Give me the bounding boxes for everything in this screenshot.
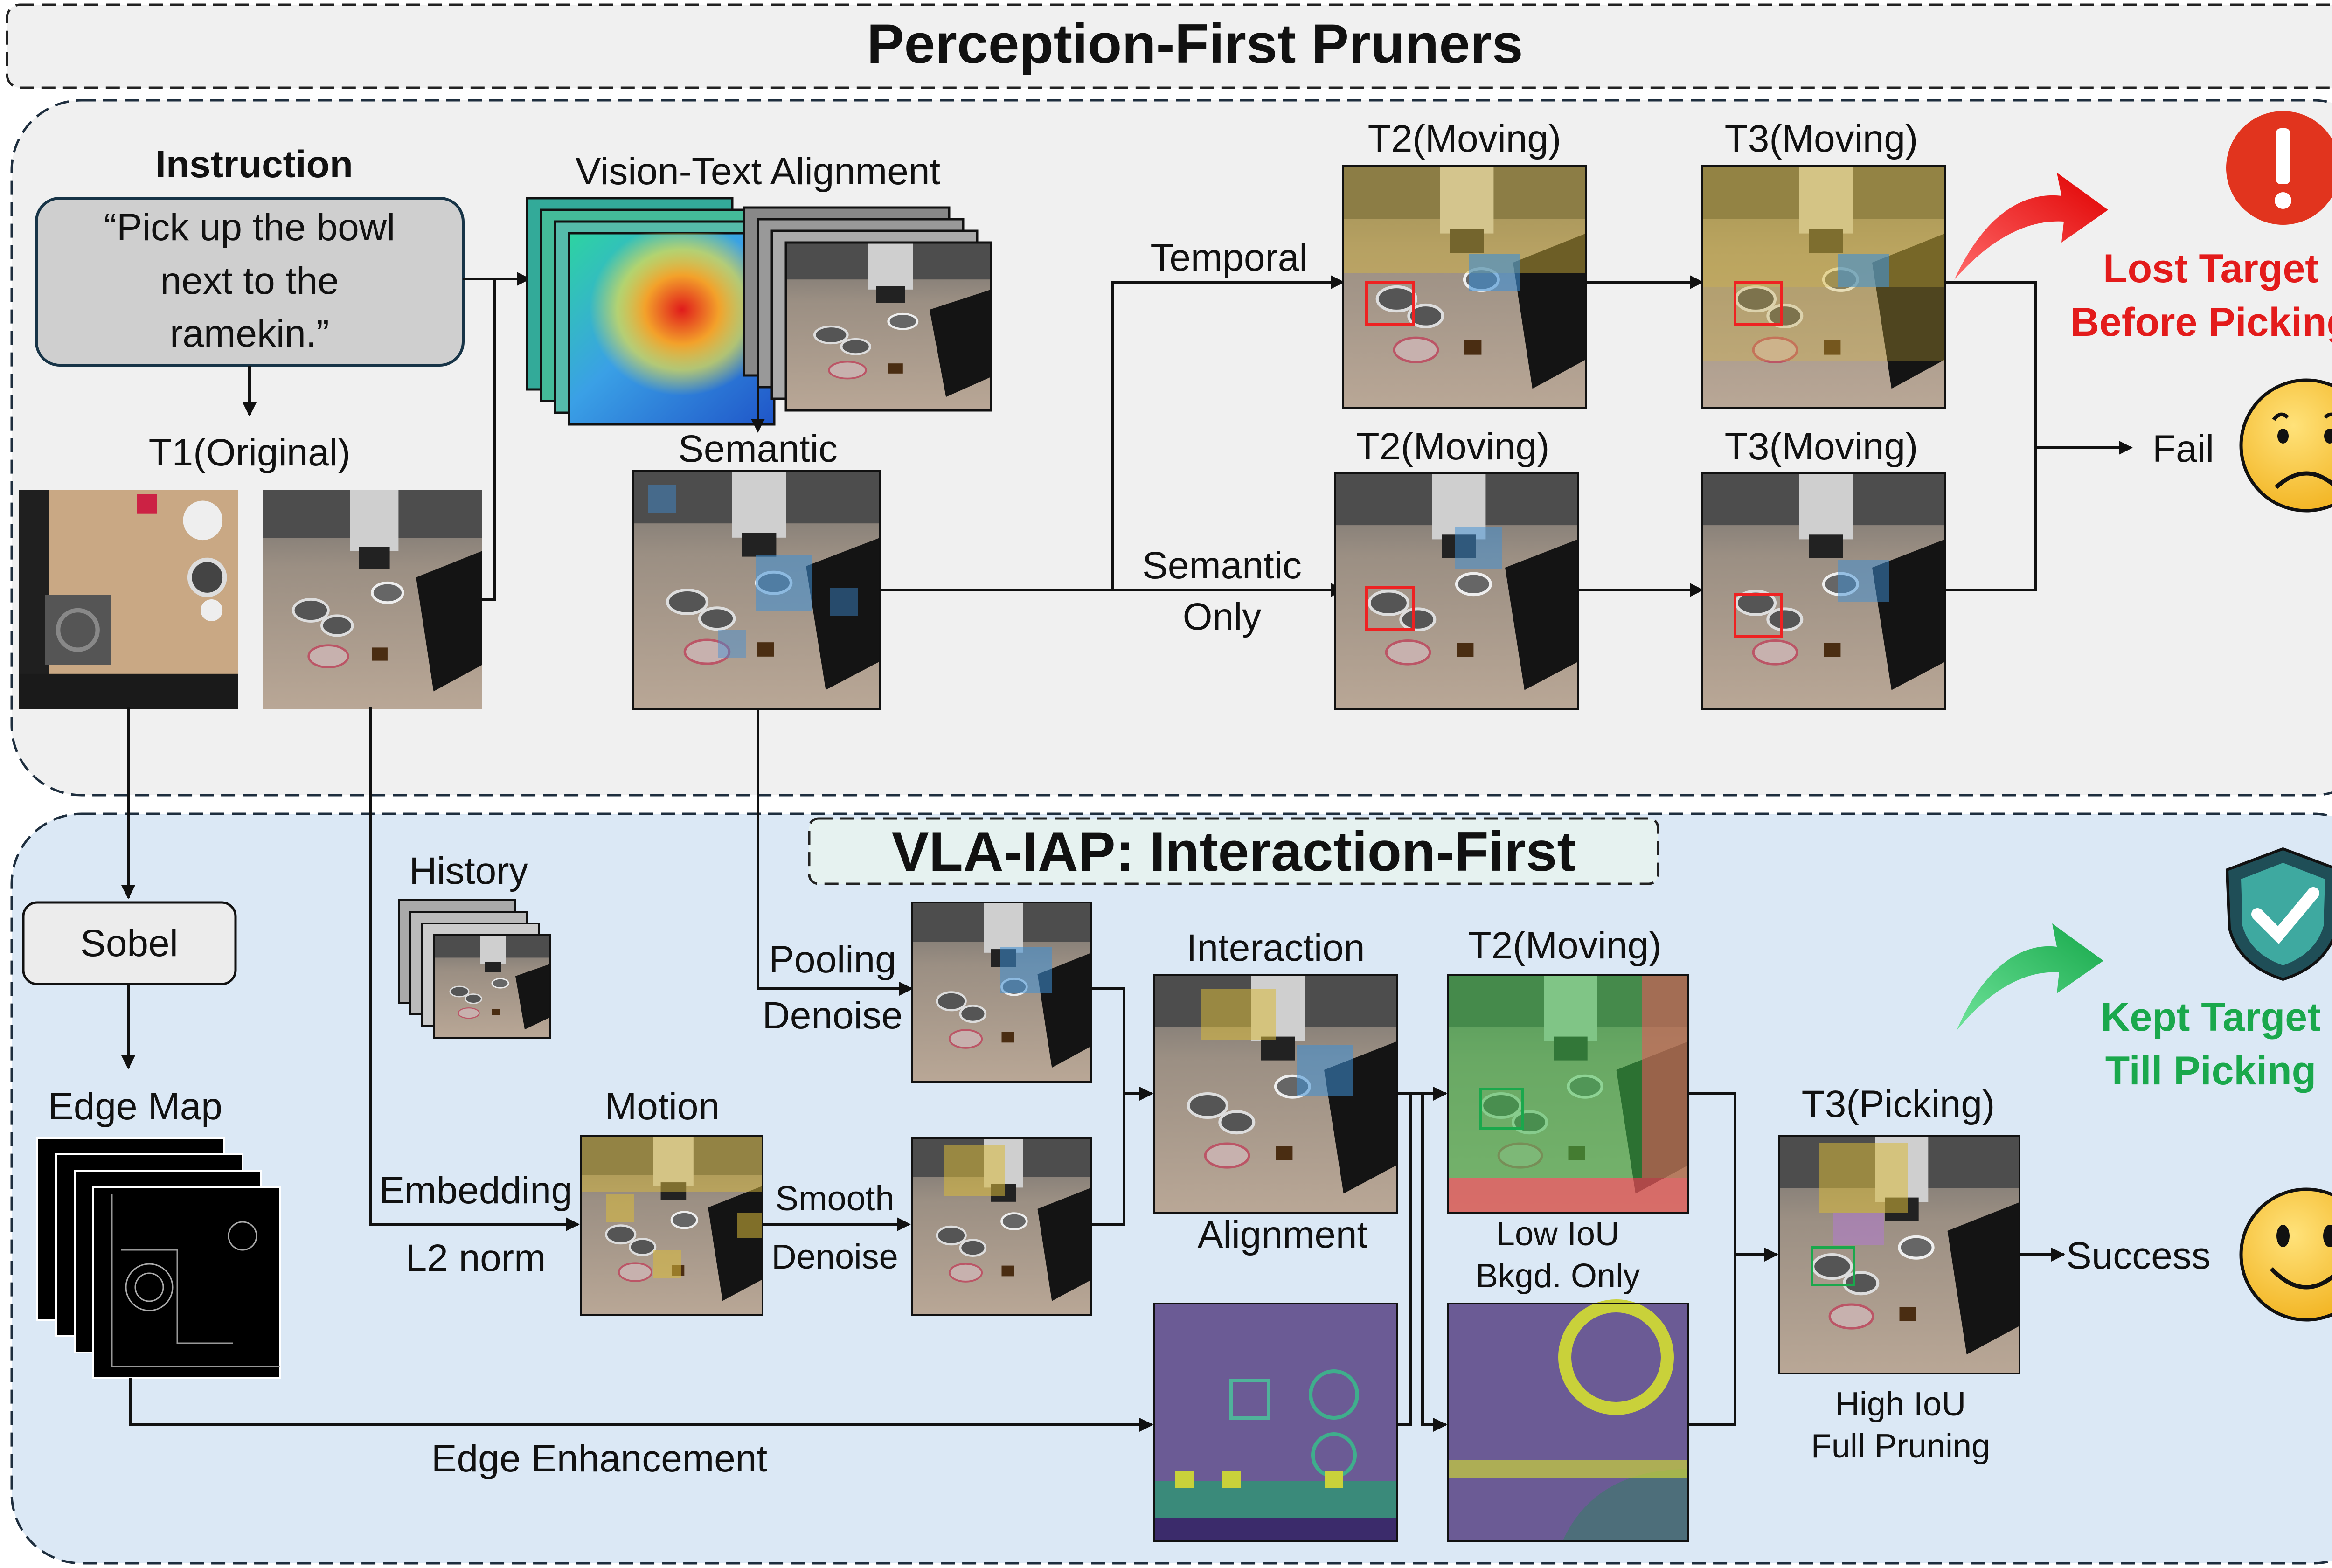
bottom-t2-moving-label: T2(Moving) [1468, 924, 1662, 967]
bottom-banner [808, 817, 1659, 885]
instruction-line-3: ramekin.” [170, 312, 329, 355]
pooled-semantic-image [912, 902, 1091, 1082]
temporal-t3-image [1702, 166, 1945, 408]
top-banner-title: Perception-First Pruners [867, 13, 1523, 75]
semantic-only-t2-image [1335, 473, 1578, 709]
top-t2-moving-label-2: T2(Moving) [1356, 425, 1550, 468]
low-iou-line-2: Bkgd. Only [1476, 1257, 1640, 1295]
vta-heatmap-stack [526, 197, 776, 426]
sobel-box [22, 901, 237, 985]
motion-label: Motion [605, 1085, 720, 1128]
alignment-label: Alignment [1198, 1214, 1368, 1256]
smile-face-icon [2239, 1187, 2332, 1322]
success-label: Success [2066, 1235, 2211, 1277]
kept-target-line-1: Kept Target [2101, 995, 2320, 1040]
semantic-only-t3-image [1702, 473, 1945, 709]
lost-target-line-2: Before Picking [2070, 300, 2332, 345]
interaction-label: Interaction [1187, 927, 1365, 969]
t1-topview-image [19, 490, 238, 709]
temporal-label: Temporal [1150, 236, 1307, 279]
pooling-label: Pooling [769, 938, 896, 981]
smoothed-motion-image [912, 1138, 1091, 1315]
instruction-box [35, 197, 465, 367]
edge-enhancement-label: Edge Enhancement [431, 1437, 768, 1480]
vta-frame-stack [743, 206, 991, 410]
low-iou-line-1: Low IoU [1496, 1215, 1619, 1253]
high-iou-line-1: High IoU [1835, 1386, 1966, 1423]
vta-label: Vision-Text Alignment [576, 150, 941, 193]
edge-map-label: Edge Map [48, 1085, 222, 1128]
interaction-image [1154, 975, 1397, 1213]
edge-map-stack [36, 1137, 281, 1379]
instruction-line-1: “Pick up the bowl [104, 206, 395, 249]
lost-target-line-1: Lost Target [2103, 246, 2318, 291]
bottom-t2-edge-image [1447, 1299, 1689, 1542]
semantic-only-line-1: Semantic [1142, 544, 1302, 587]
semantic-image [633, 471, 880, 709]
t1-scene-image [263, 490, 482, 709]
sad-face-icon [2239, 378, 2332, 513]
t3-picking-label: T3(Picking) [1802, 1083, 1995, 1125]
top-banner [6, 3, 2332, 89]
instruction-line-2: next to the [160, 260, 339, 302]
alert-icon [2226, 111, 2332, 225]
top-t2-moving-label: T2(Moving) [1368, 118, 1562, 160]
edge-enhanced-image [1153, 1303, 1398, 1542]
fail-label: Fail [2152, 428, 2214, 470]
denoise-label: Denoise [763, 994, 903, 1037]
high-iou-line-2: Full Pruning [1811, 1428, 1990, 1465]
green-curved-arrow-icon [1957, 923, 2103, 1031]
semantic-only-line-2: Only [1183, 596, 1262, 638]
t1-label: T1(Original) [149, 431, 351, 474]
kept-target-line-2: Till Picking [2105, 1048, 2316, 1093]
bottom-banner-title: VLA-IAP: Interaction-First [892, 820, 1576, 883]
top-t3-moving-label: T3(Moving) [1725, 118, 1918, 160]
denoise-label-2: Denoise [771, 1237, 898, 1276]
bottom-t2-image [1448, 975, 1688, 1213]
red-curved-arrow-icon [1954, 173, 2108, 280]
sobel-label: Sobel [80, 922, 178, 964]
instruction-title: Instruction [155, 143, 353, 186]
history-stack [398, 899, 551, 1039]
history-label: History [409, 850, 528, 892]
t3-picking-image [1779, 1136, 2020, 1374]
shield-check-icon [2225, 847, 2332, 981]
embedding-label: Embedding [379, 1169, 573, 1212]
semantic-label: Semantic [678, 428, 838, 470]
top-t3-moving-label-2: T3(Moving) [1725, 425, 1918, 468]
temporal-t2-image [1343, 166, 1586, 408]
motion-image [581, 1136, 763, 1315]
smooth-label: Smooth [775, 1179, 894, 1218]
l2-norm-label: L2 norm [406, 1237, 546, 1279]
